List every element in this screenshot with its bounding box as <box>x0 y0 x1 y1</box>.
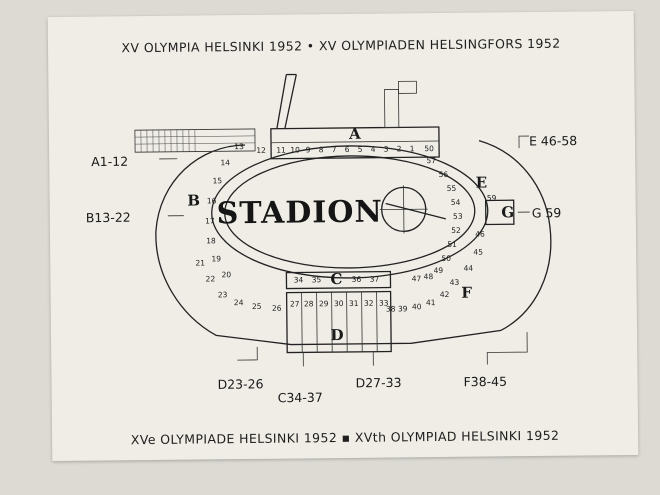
svg-text:52: 52 <box>451 226 461 235</box>
outer-outline <box>155 139 552 346</box>
inner-tribune-edge <box>211 145 489 279</box>
svg-text:44: 44 <box>464 264 474 273</box>
gate-e-label: E 46-58 <box>529 133 577 149</box>
svg-text:15: 15 <box>213 176 223 185</box>
left-arc-numbers: 13 14 15 16 17 18 19 20 21 22 23 24 25 2… <box>195 142 282 313</box>
stadium-label: STADION <box>216 195 383 232</box>
svg-text:30: 30 <box>334 299 344 308</box>
svg-text:29: 29 <box>319 299 329 308</box>
svg-text:51: 51 <box>447 240 457 249</box>
g-annex <box>484 199 515 226</box>
svg-text:45: 45 <box>473 248 483 257</box>
svg-text:57: 57 <box>426 156 436 165</box>
svg-text:43: 43 <box>450 278 460 287</box>
svg-text:23: 23 <box>218 290 228 299</box>
svg-text:2: 2 <box>397 144 402 153</box>
svg-text:6: 6 <box>345 145 350 154</box>
d-block-numbers: 27 28 29 30 31 32 33 <box>290 299 389 309</box>
svg-text:13: 13 <box>234 142 244 151</box>
svg-text:12: 12 <box>256 146 266 155</box>
gate-d-left-label: D23-26 <box>217 376 263 391</box>
svg-text:7: 7 <box>332 145 337 154</box>
svg-text:54: 54 <box>451 198 461 207</box>
svg-text:47: 47 <box>412 274 422 283</box>
track-ellipse <box>224 155 476 269</box>
svg-text:11: 11 <box>276 146 286 155</box>
gate-g-label: G 59 <box>532 205 562 220</box>
svg-text:55: 55 <box>447 184 457 193</box>
section-g: G <box>501 203 514 221</box>
section-b: B <box>187 191 200 209</box>
svg-text:22: 22 <box>206 274 216 283</box>
svg-text:34: 34 <box>294 275 304 284</box>
section-a: A <box>348 125 361 143</box>
gate-b-label: B13-22 <box>86 210 131 225</box>
svg-text:10: 10 <box>290 145 300 154</box>
c-block-numbers: 34 35 36 37 <box>294 275 380 285</box>
section-d: D <box>330 326 343 344</box>
svg-text:27: 27 <box>290 299 300 308</box>
stadium-map: 12 11 10 9 8 7 6 5 4 3 2 1 50 13 14 15 1… <box>86 73 577 405</box>
svg-text:49: 49 <box>434 266 444 275</box>
gate-d-right-label: D27-33 <box>355 375 401 390</box>
svg-text:1: 1 <box>410 144 415 153</box>
svg-text:28: 28 <box>304 299 314 308</box>
svg-text:37: 37 <box>370 275 380 284</box>
svg-text:35: 35 <box>312 275 322 284</box>
svg-text:36: 36 <box>352 275 362 284</box>
svg-text:48: 48 <box>424 272 434 281</box>
svg-text:14: 14 <box>220 158 230 167</box>
svg-text:21: 21 <box>195 258 205 267</box>
ticket-card: XV OLYMPIA HELSINKI 1952 • XV OLYMPIADEN… <box>47 10 639 462</box>
svg-text:20: 20 <box>222 270 232 279</box>
svg-text:56: 56 <box>439 170 449 179</box>
svg-text:3: 3 <box>384 145 389 154</box>
svg-text:41: 41 <box>426 298 436 307</box>
gate-a-label: A1-12 <box>91 154 128 169</box>
svg-text:25: 25 <box>252 302 262 311</box>
svg-text:24: 24 <box>234 298 244 307</box>
gate-c-label: C34-37 <box>278 390 323 405</box>
svg-text:40: 40 <box>412 302 422 311</box>
svg-text:26: 26 <box>272 304 282 313</box>
svg-text:17: 17 <box>205 216 215 225</box>
gate-connectors <box>159 135 530 367</box>
main-stand <box>270 126 440 160</box>
svg-text:4: 4 <box>371 145 376 154</box>
svg-text:50: 50 <box>424 144 434 153</box>
svg-text:42: 42 <box>440 290 450 299</box>
svg-text:5: 5 <box>358 145 363 154</box>
svg-text:8: 8 <box>319 145 324 154</box>
c-stand <box>285 270 392 290</box>
svg-text:59: 59 <box>487 193 497 202</box>
svg-text:53: 53 <box>453 212 463 221</box>
section-f: F <box>461 284 472 302</box>
svg-text:18: 18 <box>206 236 216 245</box>
a-block-numbers: 12 11 10 9 8 7 6 5 4 3 2 1 50 <box>256 144 434 155</box>
svg-text:16: 16 <box>207 196 217 205</box>
gate-f-label: F38-45 <box>463 374 507 389</box>
svg-text:39: 39 <box>398 304 408 313</box>
svg-text:33: 33 <box>379 299 389 308</box>
svg-text:9: 9 <box>306 145 311 154</box>
svg-text:31: 31 <box>349 299 359 308</box>
section-e: E <box>476 173 488 191</box>
svg-text:50: 50 <box>441 254 451 263</box>
svg-text:19: 19 <box>211 254 221 263</box>
section-c: C <box>330 270 342 288</box>
svg-text:46: 46 <box>475 230 485 239</box>
svg-text:32: 32 <box>364 299 374 308</box>
d-stand <box>285 290 392 354</box>
